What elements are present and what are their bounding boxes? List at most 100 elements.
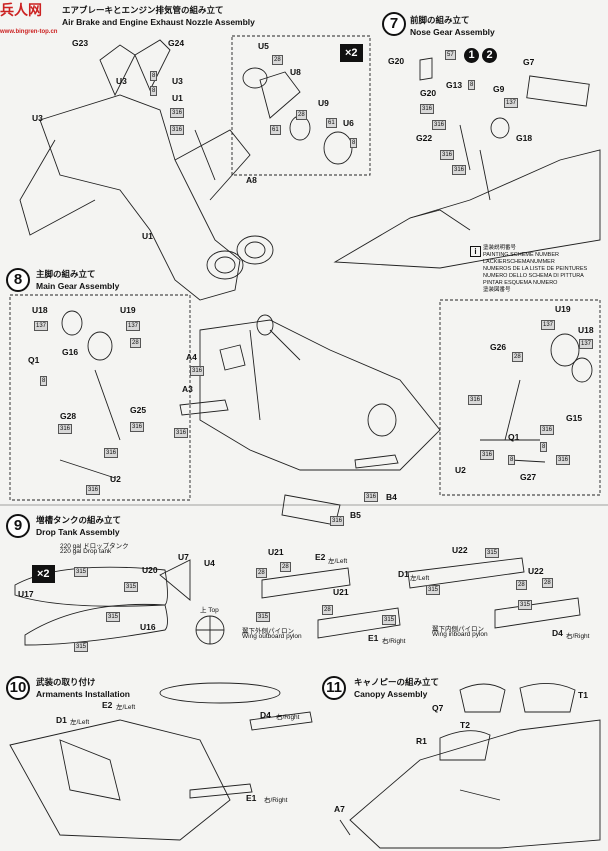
part-label: G22 xyxy=(416,133,433,143)
outboard-pylon-en: Wing outboard pylon xyxy=(242,633,302,640)
paint-code: 315 xyxy=(124,582,139,592)
paint-code: 316 xyxy=(468,395,483,405)
part-label: G18 xyxy=(516,133,533,143)
site-watermark: 兵人网 www.bingren-top.cn xyxy=(0,0,57,36)
paint-code: 8 xyxy=(150,86,158,96)
paint-code: 28 xyxy=(516,580,527,590)
side-marker: 右/Right xyxy=(264,797,288,804)
step-number: 8 xyxy=(6,268,30,292)
paint-code: 316 xyxy=(540,425,555,435)
step9-title-en: Drop Tank Assembly xyxy=(36,527,120,537)
part-label: U18 xyxy=(32,305,48,315)
tank-caption-en: 220 gal Drop tank xyxy=(60,548,112,555)
part-label: U7 xyxy=(178,552,189,562)
paint-code: 316 xyxy=(104,448,119,458)
paint-code: 315 xyxy=(485,548,500,558)
paint-code: 316 xyxy=(432,120,447,130)
paint-code: 316 xyxy=(170,125,185,135)
part-label: G25 xyxy=(130,405,147,415)
top-direction-label: 上 Top xyxy=(200,607,219,614)
paint-code: 316 xyxy=(364,492,379,502)
paint-code: 28 xyxy=(542,578,553,588)
step9-title-jp: 増槽タンクの組み立て xyxy=(36,515,122,525)
part-label: U3 xyxy=(116,76,127,86)
part-label: B5 xyxy=(350,510,361,520)
paint-code: 28 xyxy=(296,110,307,120)
paint-code: 315 xyxy=(106,612,121,622)
paint-code: 8 xyxy=(350,138,358,148)
paint-code: 28 xyxy=(322,605,333,615)
side-marker: 左/Left xyxy=(116,704,136,711)
paint-code: 61 xyxy=(270,125,281,135)
paint-code: 137 xyxy=(34,321,49,331)
paint-code: 8 xyxy=(40,376,48,386)
part-label: G28 xyxy=(60,411,77,421)
paint-code: 316 xyxy=(190,366,205,376)
step11-title-jp: キャノピーの組み立て xyxy=(354,677,440,687)
part-label: U20 xyxy=(142,565,158,575)
part-label: Q1 xyxy=(28,355,40,365)
paint-code: 316 xyxy=(556,455,571,465)
legend-line: 塗装説明番号 xyxy=(483,245,517,251)
option-marker: 2 xyxy=(482,48,497,63)
step-number: 9 xyxy=(6,514,30,538)
paint-code: 28 xyxy=(130,338,141,348)
part-label: E2 xyxy=(102,700,113,710)
side-marker: 左/Left xyxy=(410,575,430,582)
part-label: A4 xyxy=(186,352,197,362)
step6-title-jp: エアブレーキとエンジン排気管の組み立て xyxy=(62,5,224,15)
part-label: G20 xyxy=(420,88,437,98)
part-label: R1 xyxy=(416,736,427,746)
outboard-pylon-jp: 翼下外側パイロン xyxy=(242,628,294,635)
step8-title-jp: 主脚の組み立て xyxy=(36,269,96,279)
part-label: U19 xyxy=(120,305,136,315)
legend-line: NUMEROS DE LA LISTE DE PEINTURES xyxy=(483,266,588,272)
step-number: 11 xyxy=(322,676,346,700)
side-marker: 右/Right xyxy=(566,633,590,640)
legend-line: 塗装図番号 xyxy=(483,287,511,293)
part-label: U8 xyxy=(290,67,301,77)
part-label: U9 xyxy=(318,98,329,108)
info-icon: i xyxy=(470,246,481,257)
part-label: Q7 xyxy=(432,703,444,713)
part-label: E1 xyxy=(246,793,257,803)
part-label: U19 xyxy=(555,304,571,314)
paint-code: 315 xyxy=(382,615,397,625)
paint-code: 137 xyxy=(504,98,519,108)
part-label: D4 xyxy=(260,710,271,720)
part-label: G20 xyxy=(388,56,405,66)
paint-code: 316 xyxy=(86,485,101,495)
part-label: E2 xyxy=(315,552,326,562)
step7-title-jp: 前脚の組み立て xyxy=(410,15,470,25)
side-marker: 左/Left xyxy=(328,558,348,565)
paint-code: 316 xyxy=(480,450,495,460)
step-number: 10 xyxy=(6,676,30,700)
side-marker: 左/Left xyxy=(70,719,90,726)
paint-code: 8 xyxy=(540,442,548,452)
part-label: T1 xyxy=(578,690,588,700)
paint-code: 315 xyxy=(426,585,441,595)
part-label: D4 xyxy=(552,628,563,638)
part-label: G7 xyxy=(523,57,535,67)
paint-code: 315 xyxy=(518,600,533,610)
tank-caption-jp: 220 gal ドロップタンク xyxy=(60,543,129,550)
step6-title-en: Air Brake and Engine Exhaust Nozzle Asse… xyxy=(62,17,255,27)
paint-code: 8 xyxy=(508,455,516,465)
paint-code: 28 xyxy=(512,352,523,362)
paint-code: 8 xyxy=(150,71,158,81)
step10-title-jp: 武装の取り付け xyxy=(36,677,96,687)
part-label: A3 xyxy=(182,384,193,394)
paint-code: 316 xyxy=(452,165,467,175)
legend-line: PAINTING SCHEME NUMBER xyxy=(483,252,559,258)
part-label: Q1 xyxy=(508,432,520,442)
step11-title-en: Canopy Assembly xyxy=(354,689,428,699)
paint-code: 28 xyxy=(272,55,283,65)
part-label: U21 xyxy=(333,587,349,597)
part-label: G9 xyxy=(493,84,505,94)
part-label: G15 xyxy=(566,413,583,423)
painting-scheme-legend: 塗装説明番号 PAINTING SCHEME NUMBER LACKIERSCH… xyxy=(483,245,587,294)
part-label: E1 xyxy=(368,633,379,643)
step-number: 7 xyxy=(382,12,406,36)
paint-code: 316 xyxy=(330,516,345,526)
